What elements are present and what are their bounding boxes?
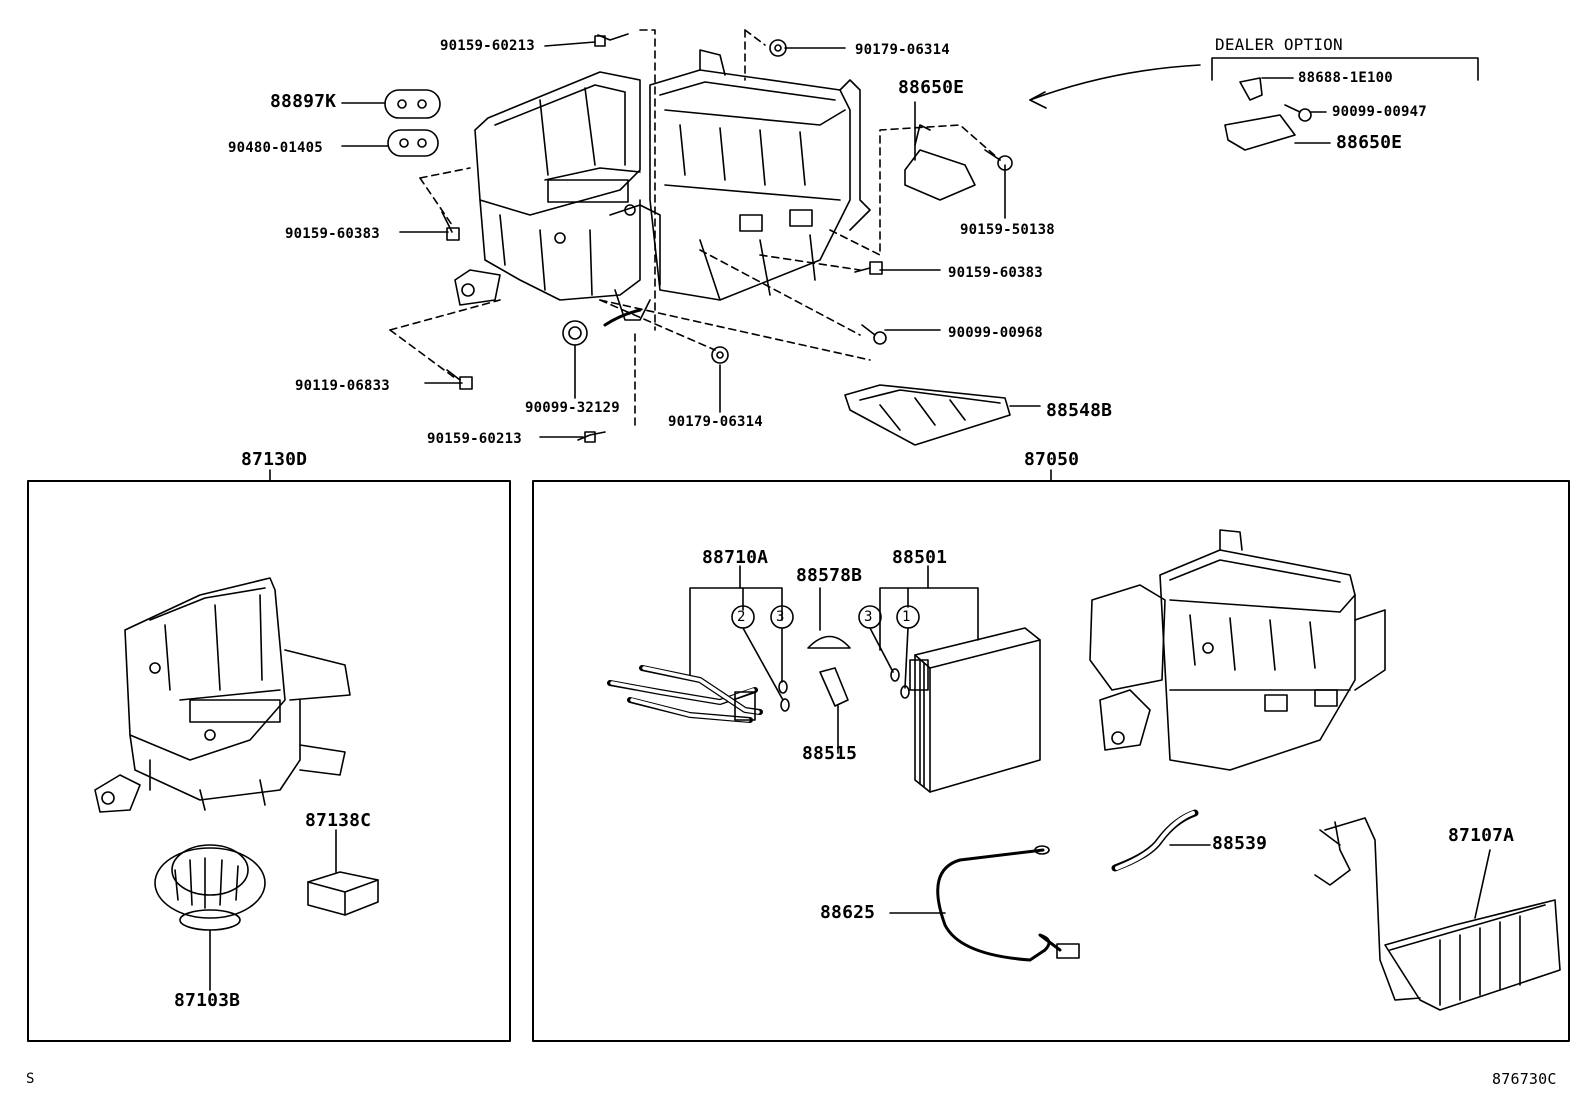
label-88515[interactable]: 88515 [802, 743, 858, 764]
module-88650E [904, 124, 976, 201]
label-87050[interactable]: 87050 [1024, 449, 1080, 470]
evaporator-88501 [909, 627, 1041, 793]
dealer-part-icons [1224, 77, 1312, 151]
circle-marker-2: 2 [737, 609, 746, 625]
circle-marker-3b: 3 [864, 609, 873, 625]
diagram-number: 876730C [1492, 1070, 1557, 1088]
label-88897K[interactable]: 88897K [270, 91, 337, 112]
circle-marker-3a: 3 [776, 609, 785, 625]
dealer-arrow [1029, 64, 1201, 101]
label-90099-00947[interactable]: 90099-00947 [1332, 104, 1427, 120]
dealer-option-title: DEALER OPTION [1215, 35, 1343, 54]
hvac-unit-drawing [454, 49, 871, 327]
label-88650E[interactable]: 88650E [898, 77, 965, 98]
dealer-arrow-head [1029, 91, 1047, 109]
hose-88539 [1111, 809, 1211, 872]
label-88650E-dealer[interactable]: 88650E [1336, 132, 1403, 153]
box-87050 [532, 480, 1570, 1042]
blower-assembly-87130D [94, 577, 351, 813]
filter-88548B [844, 384, 1011, 446]
label-90099-00968[interactable]: 90099-00968 [948, 325, 1043, 341]
label-88578B[interactable]: 88578B [796, 565, 863, 586]
label-90099-32129[interactable]: 90099-32129 [525, 400, 620, 416]
dealer-bracket [1211, 57, 1479, 81]
label-88625[interactable]: 88625 [820, 902, 876, 923]
label-90159-60383-right[interactable]: 90159-60383 [948, 265, 1043, 281]
label-90480-01405[interactable]: 90480-01405 [228, 140, 323, 156]
label-87107A[interactable]: 87107A [1448, 825, 1515, 846]
leader-lines-top [341, 41, 1331, 438]
box-87130D [27, 480, 511, 1042]
label-88501[interactable]: 88501 [892, 547, 948, 568]
pipes-88710A [607, 665, 763, 723]
heater-core-87107A [1314, 817, 1561, 1011]
footer-left-mark: S [26, 1071, 35, 1087]
label-90159-60213-bottom[interactable]: 90159-60213 [427, 431, 522, 447]
circle-markers [731, 605, 920, 712]
label-90159-50138[interactable]: 90159-50138 [960, 222, 1055, 238]
screw-icons-top [441, 33, 1013, 443]
grommet-icons [384, 89, 441, 157]
label-90159-60213-top[interactable]: 90159-60213 [440, 38, 535, 54]
label-88688-1E100[interactable]: 88688-1E100 [1298, 70, 1393, 86]
resistor-87138C [307, 829, 379, 916]
label-90179-06314-top[interactable]: 90179-06314 [855, 42, 950, 58]
label-87138C[interactable]: 87138C [305, 810, 372, 831]
label-88710A[interactable]: 88710A [702, 547, 769, 568]
brackets-88710A-88501 [689, 565, 979, 677]
label-90159-60383-left[interactable]: 90159-60383 [285, 226, 380, 242]
label-87130D[interactable]: 87130D [241, 449, 308, 470]
circle-marker-1: 1 [902, 609, 911, 625]
dashed-leaders-top [389, 29, 1001, 426]
label-88548B[interactable]: 88548B [1046, 400, 1113, 421]
hvac-case-87050 [1089, 529, 1386, 771]
blower-motor-87103B [154, 844, 266, 991]
label-87103B[interactable]: 87103B [174, 990, 241, 1011]
thermistor-88625 [889, 845, 1080, 962]
label-90179-06314-bottom[interactable]: 90179-06314 [668, 414, 763, 430]
label-88539[interactable]: 88539 [1212, 833, 1268, 854]
parts-88578B-88515 [807, 587, 851, 754]
label-90119-06833[interactable]: 90119-06833 [295, 378, 390, 394]
